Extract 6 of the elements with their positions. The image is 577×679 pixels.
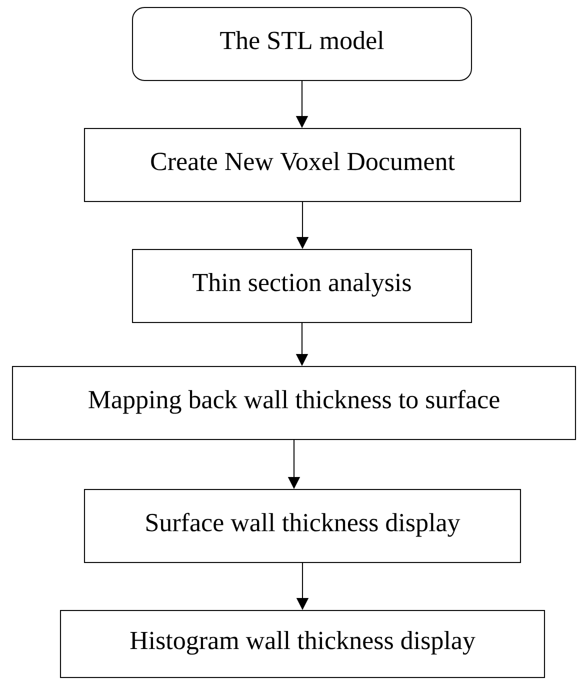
process-box: Thin section analysis (132, 249, 472, 323)
process-box: Mapping back wall thickness to surface (12, 366, 576, 440)
start-box: The STL model (132, 7, 472, 81)
process-box: Create New Voxel Document (84, 128, 521, 202)
process-box: Surface wall thickness display (84, 489, 521, 563)
process-box: Histogram wall thickness display (60, 610, 545, 678)
